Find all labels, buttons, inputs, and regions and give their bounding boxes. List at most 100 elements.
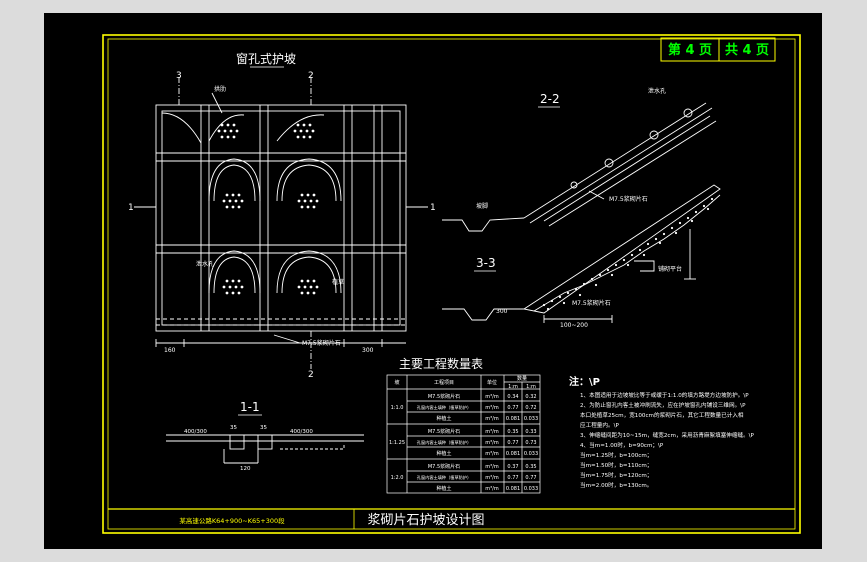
table-cell: m³/m bbox=[485, 486, 499, 492]
grass-pattern bbox=[217, 123, 319, 295]
drawing-title: 浆砌片石护坡设计图 bbox=[367, 513, 484, 528]
note-line: 2、为防止窗孔内客土被冲刷流失，应在护坡窗孔内铺设三维网。\P bbox=[580, 401, 746, 409]
table-cell: 0.32 bbox=[525, 394, 536, 400]
section-mark-2-bottom: 2 bbox=[308, 370, 314, 380]
project-name: 某高速公路K64+900~K65+300段 bbox=[179, 516, 285, 525]
table-cell: m³/m bbox=[485, 451, 499, 457]
section-1-1: 1-1 400/300 35 35 400/300 120 bbox=[166, 400, 364, 472]
table-cell: 0.33 bbox=[525, 429, 536, 435]
section-mark-2-top: 2 bbox=[308, 71, 314, 81]
table-cell: 0.77 bbox=[507, 405, 518, 411]
section-1-1-dim-0: 400/300 bbox=[184, 429, 207, 435]
table-cell: m³/m bbox=[485, 475, 499, 481]
note-line: 3、伸缩缝间距为10~15m，缝宽2cm，采用沥青麻絮填塞伸缩缝。\P bbox=[580, 431, 755, 439]
table-header-item: 工程项目 bbox=[434, 379, 454, 386]
note-line: 当m=2.00时，b=130cm。 bbox=[580, 481, 652, 489]
section-3-3-dim-range: 100~200 bbox=[560, 322, 588, 329]
table-cell: m³/m bbox=[485, 464, 499, 470]
table-cell: 0.033 bbox=[524, 416, 538, 422]
inner-frame bbox=[107, 38, 796, 530]
table-slope-2: 1:1.25 bbox=[389, 440, 405, 446]
stone-pattern bbox=[542, 197, 714, 311]
label-top-beam: 拱肋 bbox=[214, 85, 226, 93]
section-1-1-title: 1-1 bbox=[240, 400, 260, 414]
cad-drawing-canvas: 第 4 页 共 4 页 窗孔式护坡 bbox=[44, 13, 822, 549]
section-1-1-dim-3: 400/300 bbox=[290, 429, 313, 435]
section-mark-1-left: 1 bbox=[128, 203, 134, 213]
section-2-2-label-toe: 坡脚 bbox=[476, 202, 488, 210]
dim-left: 160 bbox=[164, 347, 176, 354]
table-cell: 种植土 bbox=[436, 415, 451, 422]
table-cell: 0.081 bbox=[506, 486, 520, 492]
section-2-2-label-drain: 泄水孔 bbox=[648, 87, 666, 95]
outer-frame bbox=[102, 34, 801, 534]
table-cell: M7.5浆砌片石 bbox=[428, 463, 460, 470]
table-cell: m³/m bbox=[485, 416, 499, 422]
page-header: 第 4 页 共 4 页 bbox=[660, 37, 776, 62]
section-1-1-dim-2: 35 bbox=[260, 425, 267, 431]
table-cell: 0.77 bbox=[507, 475, 518, 481]
dim-right: 300 bbox=[362, 347, 374, 354]
table-cell: 孔窗内客土填种（植草防护） bbox=[417, 474, 471, 481]
table-slope-3: 1:2.0 bbox=[391, 475, 404, 481]
table-subheader-2: 1:m bbox=[526, 384, 536, 390]
section-2-2-title: 2-2 bbox=[540, 92, 560, 106]
note-line: 4、当m=1.00时，b=90cm；\P bbox=[580, 441, 664, 449]
table-cell: m³/m bbox=[485, 394, 499, 400]
table-slope-1: 1:1.0 bbox=[391, 405, 404, 411]
table-cell: 0.77 bbox=[525, 475, 536, 481]
table-cell: m³/m bbox=[485, 405, 499, 411]
table-cell: 孔窗内客土填种（植草防护） bbox=[417, 404, 471, 411]
section-1-1-dim-4: 120 bbox=[240, 466, 251, 472]
plan-view: 窗孔式护坡 bbox=[128, 52, 436, 380]
table-cell: 种植土 bbox=[436, 485, 451, 492]
table-header-quantity: 数量 bbox=[517, 375, 527, 382]
section-3-3-label-masonry: M7.5浆砌片石 bbox=[572, 299, 611, 307]
quantity-table: 主要工程数量表 坡 工程项目 单位 数量 1:m 1:m 1 bbox=[386, 356, 541, 494]
table-cell: 0.35 bbox=[525, 464, 536, 470]
table-header-unit: 单位 bbox=[487, 379, 497, 386]
title-block: 某高速公路K64+900~K65+300段 浆砌片石护坡设计图 bbox=[179, 513, 484, 528]
note-line: 本口处植草25cm，宽100cm的浆砌片石，其它工程数量已计入相 bbox=[580, 411, 744, 419]
section-mark-3-top: 3 bbox=[176, 71, 182, 81]
notes: 注：\P 1、本图适用于边坡坡比等于或缓于1:1.0的填方路堤方边坡防护。\P … bbox=[569, 375, 755, 489]
table-cell: 0.37 bbox=[507, 464, 518, 470]
note-line: 应工程量内。\P bbox=[580, 421, 619, 429]
table-cell: 0.77 bbox=[507, 440, 518, 446]
plan-view-title: 窗孔式护坡 bbox=[236, 52, 296, 66]
note-line: 当m=1.25时，b=100cm； bbox=[580, 451, 652, 459]
section-3-3-title: 3-3 bbox=[476, 256, 496, 270]
section-3-3-label-platform: 铺砌平台 bbox=[658, 265, 682, 273]
table-subheader-1: 1:m bbox=[508, 384, 518, 390]
section-2-2-label-masonry: M7.5浆砌片石 bbox=[609, 195, 648, 203]
label-drain-hole: 泄水孔 bbox=[196, 260, 214, 268]
section-2-2: 2-2 M7.5浆砌片石 泄水孔 坡脚 bbox=[442, 87, 717, 232]
table-cell: 0.34 bbox=[507, 394, 518, 400]
table-cell: M7.5浆砌片石 bbox=[428, 428, 460, 435]
table-cell: 0.35 bbox=[507, 429, 518, 435]
section-3-3-dim-300: 300 bbox=[496, 308, 508, 315]
table-cell: 0.72 bbox=[525, 405, 536, 411]
section-mark-1-right: 1 bbox=[430, 203, 436, 213]
note-line: 当m=1.50时，b=110cm； bbox=[580, 461, 652, 469]
label-grass: 植草 bbox=[332, 278, 344, 286]
table-header-slope: 坡 bbox=[394, 379, 399, 386]
table-cell: M7.5浆砌片石 bbox=[428, 393, 460, 400]
table-cell: 种植土 bbox=[436, 450, 451, 457]
table-cell: 0.73 bbox=[525, 440, 536, 446]
table-cell: 0.033 bbox=[524, 451, 538, 457]
notes-title: 注：\P bbox=[569, 375, 600, 388]
page-number: 第 4 页 bbox=[668, 42, 712, 58]
table-cell: 孔窗内客土填种（植草防护） bbox=[417, 439, 471, 446]
table-cell: m³/m bbox=[485, 429, 499, 435]
section-3-3: 3-3 铺砌平台 M7.5浆砌片石 100~200 300 bbox=[442, 184, 721, 329]
quantity-table-title: 主要工程数量表 bbox=[399, 356, 483, 371]
table-cell: 0.081 bbox=[506, 451, 520, 457]
drawing-svg: 第 4 页 共 4 页 窗孔式护坡 bbox=[102, 34, 801, 534]
section-1-1-dim-1: 35 bbox=[230, 425, 237, 431]
page-total: 共 4 页 bbox=[725, 42, 769, 58]
table-cell: 0.081 bbox=[506, 416, 520, 422]
note-line: 1、本图适用于边坡坡比等于或缓于1:1.0的填方路堤方边坡防护。\P bbox=[580, 391, 749, 399]
table-cell: 0.033 bbox=[524, 486, 538, 492]
note-line: 当m=1.75时，b=120cm； bbox=[580, 471, 652, 479]
